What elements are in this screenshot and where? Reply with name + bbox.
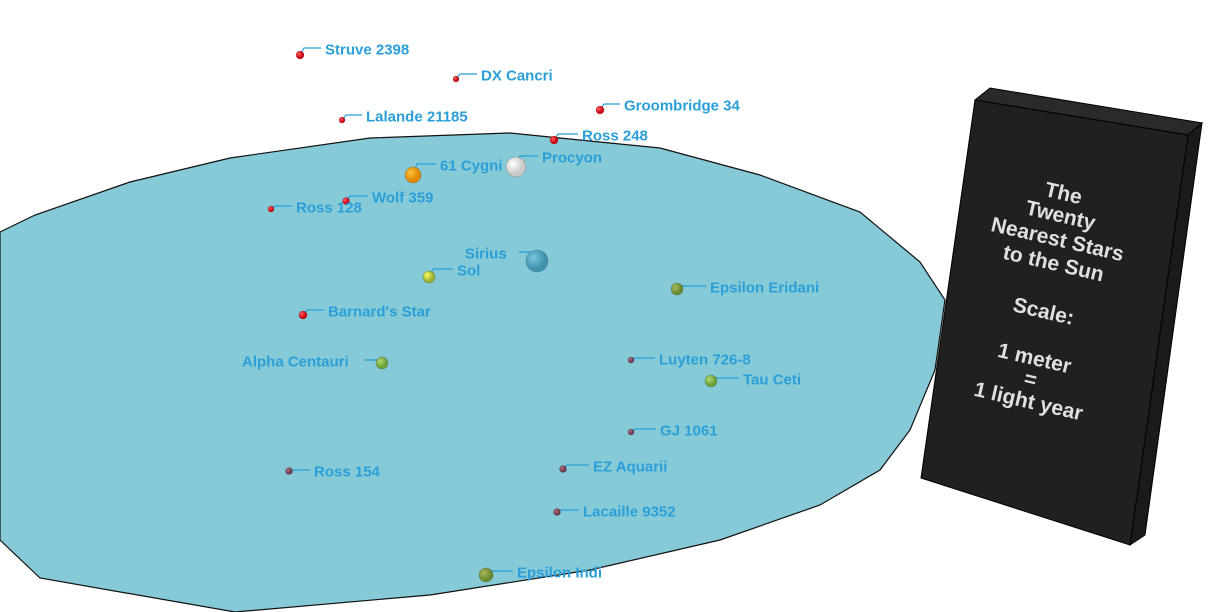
star-ez-aquarii[interactable] [559, 465, 567, 473]
stars [267, 50, 718, 583]
star-ross-248[interactable] [549, 135, 559, 145]
star-sol[interactable] [422, 270, 436, 284]
star-label-dx-cancri: DX Cancri [481, 67, 553, 85]
star-label-groombridge-34: Groombridge 34 [624, 97, 740, 115]
star-label-sol: Sol [457, 262, 481, 280]
star-label-gj-1061: GJ 1061 [660, 422, 718, 440]
star-label-wolf-359: Wolf 359 [372, 189, 434, 207]
star-epsilon-indi[interactable] [478, 567, 494, 583]
star-tau-ceti[interactable] [704, 374, 718, 388]
star-struve-2398[interactable] [295, 50, 305, 60]
star-ross-128[interactable] [267, 205, 275, 213]
star-ross-154[interactable] [285, 467, 293, 475]
star-label-lalande-21185: Lalande 21185 [366, 108, 468, 126]
star-sirius[interactable] [525, 249, 549, 273]
sign-front-face [920, 99, 1189, 546]
info-sign: The Twenty Nearest Stars to the Sun Scal… [920, 87, 1204, 547]
star-label-ross-154: Ross 154 [314, 463, 380, 481]
star-label-procyon: Procyon [542, 149, 603, 167]
star-label-ross-128: Ross 128 [296, 199, 362, 217]
star-epsilon-eridani[interactable] [670, 282, 684, 296]
star-label-sirius: Sirius [465, 245, 507, 263]
star-barnard-s-star[interactable] [298, 310, 308, 320]
star-label-61-cygni: 61 Cygni [440, 157, 503, 175]
star-procyon[interactable] [505, 156, 527, 178]
star-groombridge-34[interactable] [595, 105, 605, 115]
star-label-alpha-centauri: Alpha Centauri [242, 353, 349, 371]
star-label-ross-248: Ross 248 [582, 127, 648, 145]
star-lacaille-9352[interactable] [553, 508, 561, 516]
star-dx-cancri[interactable] [452, 75, 460, 83]
star-label-struve-2398: Struve 2398 [325, 41, 410, 59]
star-label-epsilon-eridani: Epsilon Eridani [710, 279, 820, 297]
star-label-tau-ceti: Tau Ceti [743, 371, 802, 389]
sign-scale-line: = [1022, 367, 1039, 392]
star-label-epsilon-indi: Epsilon Indi [517, 564, 602, 582]
star-lalande-21185[interactable] [338, 116, 346, 124]
star-luyten-726-8[interactable] [627, 356, 635, 364]
star-alpha-centauri[interactable] [375, 356, 389, 370]
star-wolf-359[interactable] [342, 197, 350, 205]
star-label-barnard-s-star: Barnard's Star [328, 303, 431, 321]
star-61-cygni[interactable] [404, 166, 422, 184]
star-gj-1061[interactable] [627, 428, 635, 436]
star-label-ez-aquarii: EZ Aquarii [593, 458, 668, 476]
galactic-disk [0, 132, 946, 612]
star-label-luyten-726-8: Luyten 726-8 [659, 351, 751, 369]
star-label-lacaille-9352: Lacaille 9352 [583, 503, 676, 521]
